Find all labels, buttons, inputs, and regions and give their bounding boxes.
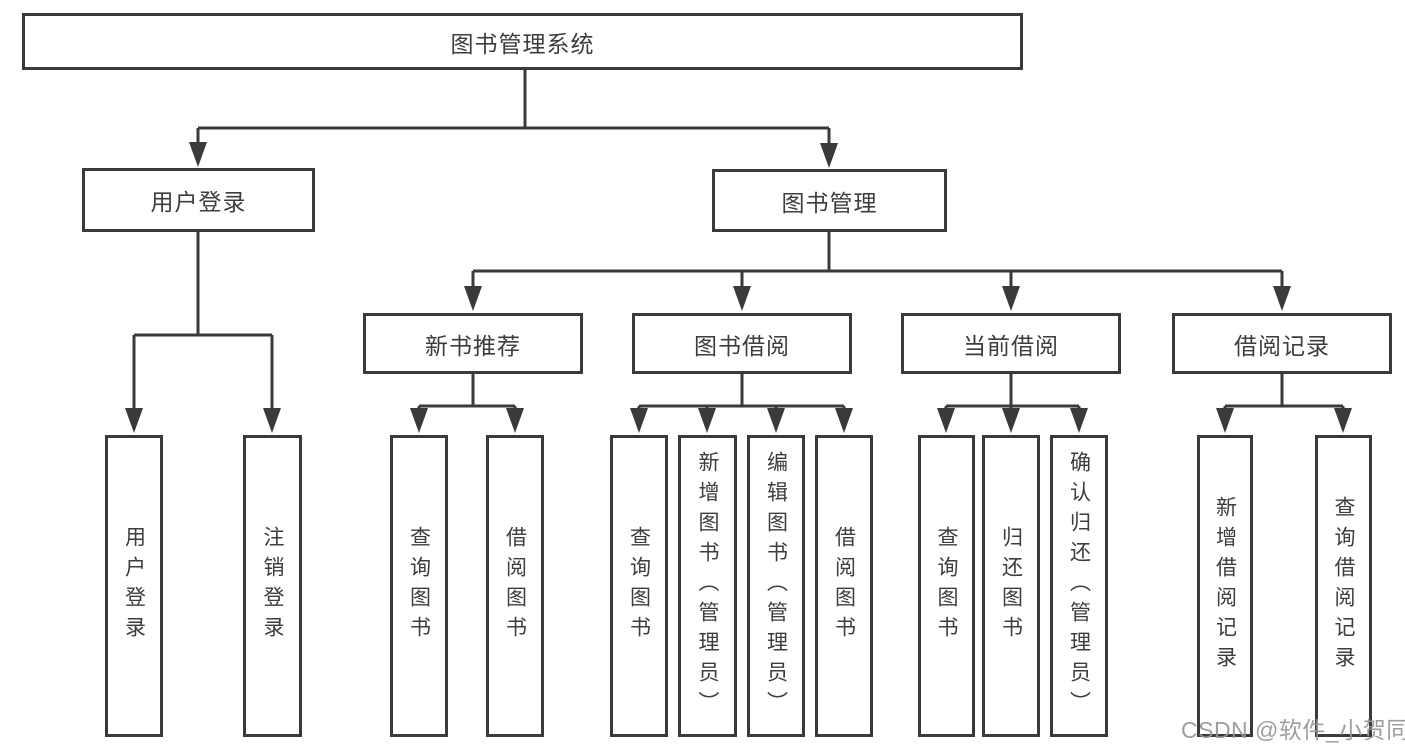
node-book-management-label: 图书管理 [781,189,878,216]
leaf-logout-login: 注销登录 [243,435,302,737]
node-book-borrowing: 图书借阅 [632,313,852,374]
node-library-system: 图书管理系统 [22,13,1023,70]
node-new-book-recommend: 新书推荐 [363,313,583,374]
node-book-management: 图书管理 [712,169,947,232]
leaf-query-borrow-record: 查询借阅记录 [1315,435,1372,737]
leaf-user-login-label: 用户登录 [122,526,146,646]
leaf-return-books-label: 归还图书 [999,526,1023,646]
leaf-confirm-return-admin: 确认归还（管理员） [1050,435,1108,737]
leaf-add-borrow-record: 新增借阅记录 [1197,435,1253,737]
leaf-query-borrow-record-label: 查询借阅记录 [1332,496,1355,676]
leaf-borrow-books-borrowing-label: 借阅图书 [832,526,856,646]
leaf-return-books: 归还图书 [982,435,1040,737]
leaf-query-books-recommend-label: 查询图书 [407,526,431,646]
node-borrowing-records-label: 借阅记录 [1234,332,1330,359]
leaf-logout-login-label: 注销登录 [261,526,284,646]
node-book-borrowing-label: 图书借阅 [694,332,790,359]
leaf-query-books-current: 查询图书 [918,435,975,737]
leaf-confirm-return-admin-label: 确认归还（管理员） [1067,451,1091,721]
node-user-login-label: 用户登录 [150,189,247,215]
node-current-borrowing: 当前借阅 [901,313,1121,374]
leaf-borrow-books-borrowing: 借阅图书 [815,435,873,737]
leaf-edit-books-admin: 编辑图书（管理员） [747,435,805,737]
node-new-book-recommend-label: 新书推荐 [425,332,521,359]
leaf-query-books-current-label: 查询图书 [935,526,958,646]
leaf-user-login: 用户登录 [105,435,163,737]
leaf-query-books-recommend: 查询图书 [390,435,448,737]
node-library-system-label: 图书管理系统 [450,30,595,57]
leaf-borrow-books-recommend-label: 借阅图书 [503,526,527,646]
leaf-add-borrow-record-label: 新增借阅记录 [1213,496,1237,676]
leaf-query-books-borrowing: 查询图书 [610,435,668,737]
watermark: CSDN @软件_小贺同学 [1181,717,1405,743]
node-current-borrowing-label: 当前借阅 [963,332,1059,359]
node-borrowing-records: 借阅记录 [1172,313,1392,374]
leaf-borrow-books-recommend: 借阅图书 [486,435,544,737]
leaf-edit-books-admin-label: 编辑图书（管理员） [764,451,788,721]
leaf-add-books-admin: 新增图书（管理员） [678,435,737,737]
leaf-add-books-admin-label: 新增图书（管理员） [696,451,719,721]
leaf-query-books-borrowing-label: 查询图书 [627,526,651,646]
node-user-login: 用户登录 [82,168,315,232]
